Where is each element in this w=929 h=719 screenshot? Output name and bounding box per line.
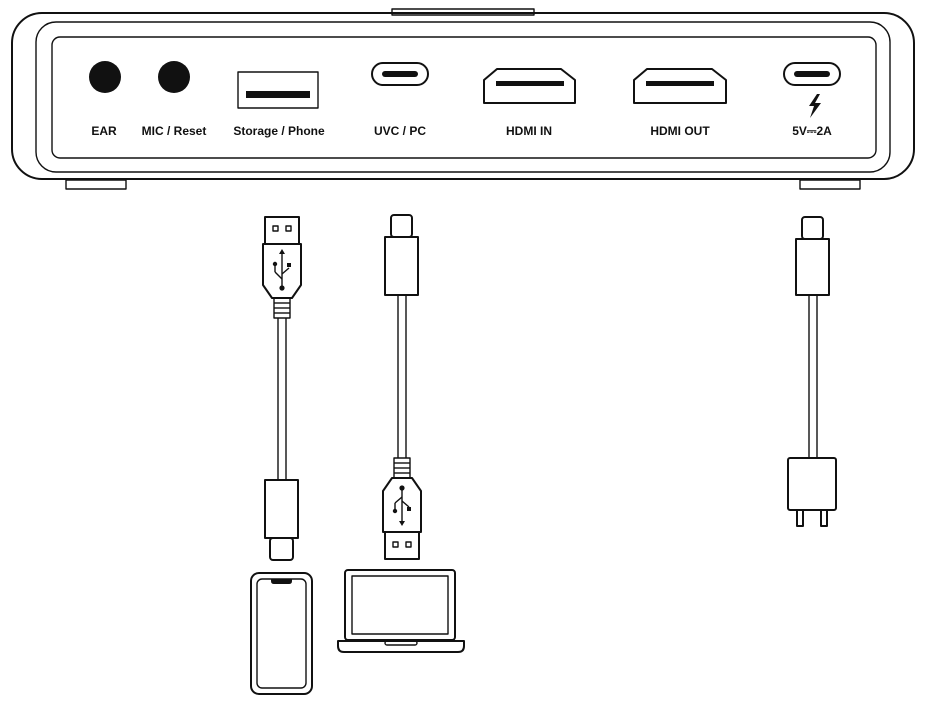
usb-a-plug-body <box>382 477 422 533</box>
device-housing <box>11 12 915 180</box>
right-foot <box>799 179 861 190</box>
hdmi-port-icon <box>633 68 727 104</box>
usb-symbol-icon <box>272 249 291 291</box>
power-adapter-icon <box>787 457 837 527</box>
port-label-uvc-pc: UVC / PC <box>374 124 426 138</box>
laptop-base <box>337 640 465 653</box>
jack-icon <box>89 61 121 93</box>
capture-device <box>11 8 915 190</box>
port-label-ear: EAR <box>91 124 117 138</box>
usb-c-plug <box>795 238 830 296</box>
power-cable <box>795 216 830 458</box>
left-foot <box>65 179 127 190</box>
usb-c-plug <box>264 479 299 539</box>
usb-a-plug-tip <box>384 531 420 560</box>
power-adapter-body <box>787 457 837 511</box>
adapter-prong-right <box>820 509 828 527</box>
adapter-prong-left <box>796 509 804 527</box>
usb-symbol-icon <box>392 485 411 526</box>
device-face-panel <box>51 36 877 159</box>
usb-a-port-icon <box>237 71 319 109</box>
usb-c-to-usb-a-cable <box>382 214 422 560</box>
usb-c-plug <box>384 236 419 296</box>
usb-c-port-icon <box>783 62 841 86</box>
port-label-power: 5V⎓2A <box>792 124 832 138</box>
usb-a-plug-body <box>262 243 302 299</box>
uvc-usb-c-port <box>371 62 429 86</box>
mic-jack <box>158 61 190 93</box>
lightning-icon <box>809 94 821 118</box>
usb-c-plug-tip <box>269 537 294 561</box>
laptop-icon <box>337 569 465 653</box>
storage-usb-port <box>237 71 319 109</box>
power-usb-c-port <box>783 62 841 118</box>
usb-c-plug-tip <box>390 214 413 238</box>
usb-c-port-icon <box>371 62 429 86</box>
phone-screen <box>256 578 307 689</box>
port-label-mic-reset: MIC / Reset <box>142 124 207 138</box>
device-face-outer <box>35 21 891 173</box>
laptop-screen <box>351 575 449 635</box>
port-label-hdmi-in: HDMI IN <box>506 124 552 138</box>
hdmi-port-icon <box>483 68 576 104</box>
port-label-storage-phone: Storage / Phone <box>233 124 325 138</box>
phone-notch <box>271 579 292 584</box>
hdmi-in-port <box>483 68 576 104</box>
hdmi-out-port <box>633 68 727 104</box>
port-label-hdmi-out: HDMI OUT <box>650 124 710 138</box>
usb-a-to-usb-c-cable <box>262 216 302 561</box>
laptop-lid <box>344 569 456 641</box>
jack-icon <box>158 61 190 93</box>
ear-jack <box>89 61 121 93</box>
usb-c-plug-tip <box>801 216 824 240</box>
usb-a-plug-tip <box>264 216 300 245</box>
phone-body <box>250 572 313 695</box>
phone-icon <box>250 572 313 695</box>
